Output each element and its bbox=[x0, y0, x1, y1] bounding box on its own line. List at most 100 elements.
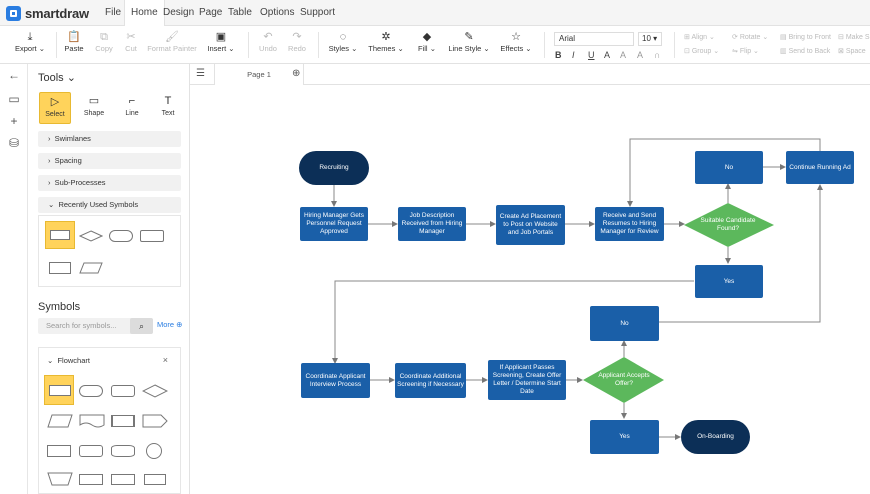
node-accepts-label: Applicant Accepts Offer? bbox=[590, 367, 658, 393]
group-button[interactable]: ⊡ Group ⌄ bbox=[684, 47, 719, 55]
cursor-icon: ▷ bbox=[40, 93, 70, 111]
node-receive-resumes[interactable]: Receive and Send Resumes to Hiring Manag… bbox=[595, 207, 664, 241]
text-shrink-icon[interactable]: A bbox=[637, 50, 643, 60]
scissors-icon: ✂ bbox=[120, 30, 142, 44]
underline-button[interactable]: U bbox=[588, 50, 595, 60]
tab-page-1[interactable]: Page 1 bbox=[214, 64, 304, 85]
close-icon[interactable]: × bbox=[163, 355, 168, 365]
node-job-description[interactable]: Job Description Received from Hiring Man… bbox=[398, 207, 466, 241]
cut-button[interactable]: ✂Cut bbox=[120, 30, 142, 53]
fill-button[interactable]: ◆Fill ⌄ bbox=[414, 30, 440, 53]
node-recruiting[interactable]: Recruiting bbox=[299, 151, 369, 185]
menu-file[interactable]: File bbox=[99, 0, 127, 26]
send-to-back-button[interactable]: ▥ Send to Back bbox=[780, 47, 830, 55]
page-list-icon[interactable]: ☰ bbox=[196, 68, 205, 79]
node-offer-letter[interactable]: If Applicant Passes Screening, Create Of… bbox=[488, 360, 566, 400]
lib-trapezoid-symbol[interactable] bbox=[47, 472, 73, 486]
tool-shape[interactable]: ▭Shape bbox=[78, 92, 110, 124]
lib-document-symbol[interactable] bbox=[79, 414, 105, 428]
star-icon: ☆ bbox=[498, 30, 534, 44]
section-spacing[interactable]: › Spacing bbox=[38, 153, 181, 169]
bold-button[interactable]: B bbox=[555, 50, 562, 60]
add-page-icon[interactable]: ⊕ bbox=[292, 68, 300, 79]
italic-button[interactable]: I bbox=[572, 50, 575, 60]
page-tabs-bar: ☰ Page 1 ⊕ bbox=[190, 64, 870, 85]
format-painter-button[interactable]: 🖌Format Painter bbox=[146, 30, 198, 53]
recent-rounded-rect-symbol[interactable] bbox=[140, 230, 164, 242]
recent-terminal-symbol[interactable] bbox=[109, 230, 133, 242]
node-create-ad[interactable]: Create Ad Placement to Post on Website a… bbox=[496, 205, 565, 245]
line-style-button[interactable]: ✎Line Style ⌄ bbox=[446, 30, 492, 53]
effects-button[interactable]: ☆Effects ⌄ bbox=[498, 30, 534, 53]
lib-process-symbol[interactable] bbox=[44, 375, 74, 405]
bring-to-front-button[interactable]: ▤ Bring to Front bbox=[780, 33, 831, 41]
lib-decision-symbol[interactable] bbox=[142, 384, 168, 398]
paste-button[interactable]: 📋Paste bbox=[62, 30, 86, 53]
search-icon[interactable]: ⌕ bbox=[130, 318, 153, 334]
tool-line[interactable]: ⌐Line bbox=[116, 92, 148, 124]
make-same-button[interactable]: ⊟ Make S bbox=[838, 33, 870, 41]
export-button[interactable]: ⤓Export ⌄ bbox=[14, 30, 46, 53]
section-recently-used[interactable]: ⌄ Recently Used Symbols bbox=[38, 197, 181, 213]
align-button[interactable]: ⊞ Align ⌄ bbox=[684, 33, 715, 41]
plus-icon[interactable]: + bbox=[7, 114, 21, 128]
lib-tape-symbol[interactable] bbox=[111, 474, 135, 485]
lib-display-symbol[interactable] bbox=[144, 474, 166, 485]
styles-button[interactable]: ◌Styles ⌄ bbox=[326, 30, 360, 53]
lib-data-symbol[interactable] bbox=[47, 414, 73, 428]
font-family-select[interactable]: Arial bbox=[554, 32, 634, 46]
text-size-icon[interactable]: A bbox=[620, 50, 626, 60]
lib-connector-symbol[interactable] bbox=[146, 443, 162, 459]
node-coordinate-interview[interactable]: Coordinate Applicant Interview Process bbox=[301, 363, 370, 398]
lib-terminal-symbol[interactable] bbox=[79, 385, 103, 397]
back-arrow-icon[interactable]: ← bbox=[7, 68, 21, 82]
undo-button[interactable]: ↶Undo bbox=[256, 30, 280, 53]
recent-diamond-symbol[interactable] bbox=[79, 230, 103, 242]
lib-manual-symbol[interactable] bbox=[47, 445, 71, 457]
lib-storage-symbol[interactable] bbox=[79, 445, 103, 457]
recent-process-symbol[interactable] bbox=[49, 262, 71, 274]
node-no-1[interactable]: No bbox=[695, 151, 763, 184]
recent-rect-symbol[interactable] bbox=[45, 221, 75, 249]
redo-button[interactable]: ↷Redo bbox=[285, 30, 309, 53]
lib-card-symbol[interactable] bbox=[79, 474, 103, 485]
text-icon: T bbox=[152, 92, 184, 110]
menu-support[interactable]: Support bbox=[294, 0, 341, 26]
briefcase-icon[interactable]: ▭ bbox=[7, 92, 21, 106]
node-yes-2[interactable]: Yes bbox=[590, 420, 659, 454]
more-symbols-link[interactable]: More ⊕ bbox=[157, 320, 182, 329]
tool-select[interactable]: ▷Select bbox=[39, 92, 71, 124]
space-button[interactable]: ⊠ Space bbox=[838, 47, 866, 55]
font-size-select[interactable]: 10 ▾ bbox=[638, 32, 662, 46]
node-no-2[interactable]: No bbox=[590, 306, 659, 341]
section-swimlanes[interactable]: › Swimlanes bbox=[38, 131, 181, 147]
insert-button[interactable]: ▣Insert ⌄ bbox=[205, 30, 237, 53]
download-icon: ⤓ bbox=[14, 30, 46, 44]
rotate-button[interactable]: ⟳ Rotate ⌄ bbox=[732, 33, 768, 41]
clipboard-icon: 📋 bbox=[62, 30, 86, 44]
lib-delay-symbol[interactable] bbox=[142, 414, 168, 428]
text-lock-icon[interactable]: ∩ bbox=[654, 50, 660, 60]
node-hm-request[interactable]: Hiring Manager Gets Personnel Request Ap… bbox=[300, 207, 368, 241]
node-onboarding[interactable]: On-Boarding bbox=[681, 420, 750, 454]
text-color-icon[interactable]: A bbox=[604, 50, 610, 60]
recent-parallelogram-symbol[interactable] bbox=[79, 262, 103, 274]
themes-button[interactable]: ✲Themes ⌄ bbox=[366, 30, 406, 53]
lib-rounded-symbol[interactable] bbox=[111, 385, 135, 397]
lib-database-symbol[interactable] bbox=[111, 445, 135, 457]
library-header[interactable]: ⌄ Flowchart bbox=[47, 356, 90, 365]
menu-table[interactable]: Table bbox=[222, 0, 258, 26]
lib-predefined-symbol[interactable] bbox=[111, 415, 135, 427]
app-logo[interactable]: smartdraw bbox=[6, 5, 89, 21]
copy-button[interactable]: ⧉Copy bbox=[92, 30, 116, 53]
node-yes-1[interactable]: Yes bbox=[695, 265, 763, 298]
styles-icon: ◌ bbox=[326, 30, 360, 44]
node-coordinate-screening[interactable]: Coordinate Additional Screening if Neces… bbox=[395, 363, 466, 398]
database-icon[interactable]: ⛁ bbox=[7, 136, 21, 150]
section-sub-processes[interactable]: › Sub-Processes bbox=[38, 175, 181, 191]
node-continue-ad[interactable]: Continue Running Ad bbox=[786, 151, 854, 184]
flip-button[interactable]: ⇋ Flip ⌄ bbox=[732, 47, 759, 55]
tools-title[interactable]: Tools ⌄ bbox=[38, 71, 76, 84]
tool-text[interactable]: TText bbox=[152, 92, 184, 124]
drawing-canvas[interactable]: Recruiting Hiring Manager Gets Personnel… bbox=[190, 85, 870, 494]
